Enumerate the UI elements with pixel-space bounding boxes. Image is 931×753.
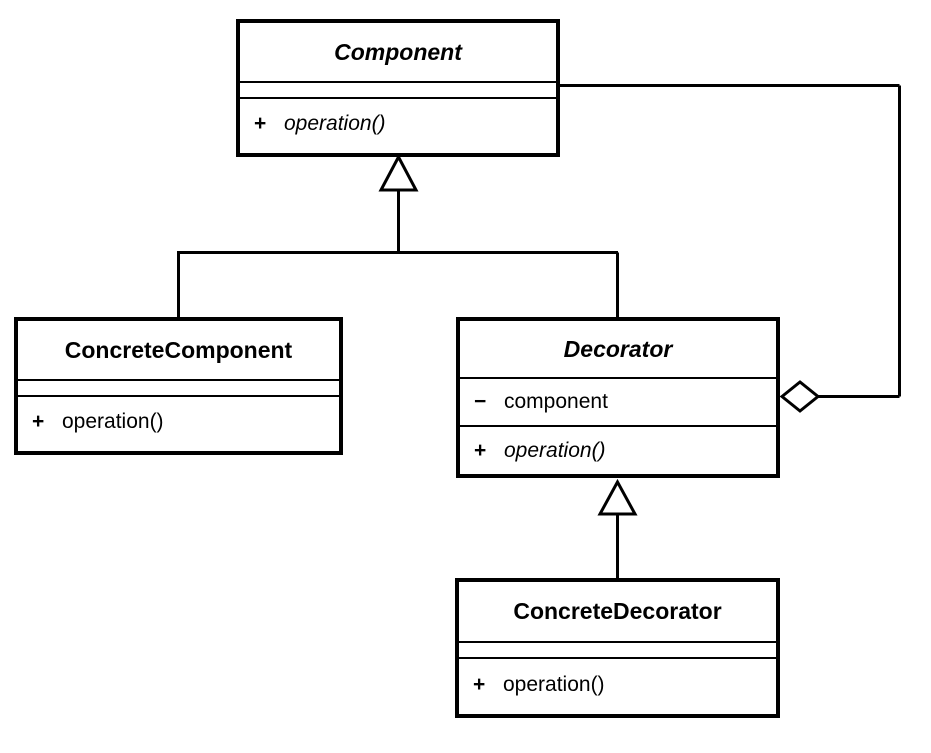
- class-name-concrete-component: ConcreteComponent: [18, 321, 339, 379]
- aggregation-decorator-component: [558, 84, 901, 413]
- attribute-label: component: [504, 390, 608, 413]
- class-box-concrete-decorator[interactable]: ConcreteDecorator + operation(): [455, 578, 780, 718]
- generalization-concrete-decorator: [597, 478, 638, 579]
- visibility-marker: +: [32, 410, 45, 433]
- class-name-concrete-decorator: ConcreteDecorator: [459, 582, 776, 641]
- attributes-compartment-concrete-component: [18, 379, 339, 395]
- generalization-tree-component: [177, 153, 619, 318]
- attributes-compartment-concrete-decorator: [459, 641, 776, 657]
- visibility-marker: +: [473, 672, 486, 696]
- visibility-marker: −: [474, 390, 487, 413]
- visibility-marker: +: [254, 112, 267, 135]
- operation-label: operation(): [284, 112, 386, 135]
- hollow-diamond-icon: [779, 380, 821, 413]
- hollow-triangle-icon: [597, 478, 638, 516]
- class-box-component[interactable]: Component + operation(): [236, 19, 560, 157]
- attributes-compartment-component: [240, 81, 556, 97]
- visibility-marker: +: [474, 438, 487, 462]
- operation-label: operation(): [503, 672, 605, 696]
- operation-row-concrete-component-operation: + operation(): [18, 395, 339, 447]
- operation-row-concrete-decorator-operation: + operation(): [459, 657, 776, 710]
- operation-label: operation(): [62, 410, 164, 433]
- attribute-row-decorator-component: − component: [460, 377, 776, 425]
- operation-row-decorator-operation: + operation(): [460, 425, 776, 474]
- class-name-decorator: Decorator: [460, 321, 776, 377]
- operation-row-component-operation: + operation(): [240, 97, 556, 149]
- class-box-decorator[interactable]: Decorator − component + operation(): [456, 317, 780, 478]
- hollow-triangle-icon: [378, 153, 419, 192]
- operation-label: operation(): [504, 438, 606, 462]
- class-box-concrete-component[interactable]: ConcreteComponent + operation(): [14, 317, 343, 455]
- class-name-component: Component: [240, 23, 556, 81]
